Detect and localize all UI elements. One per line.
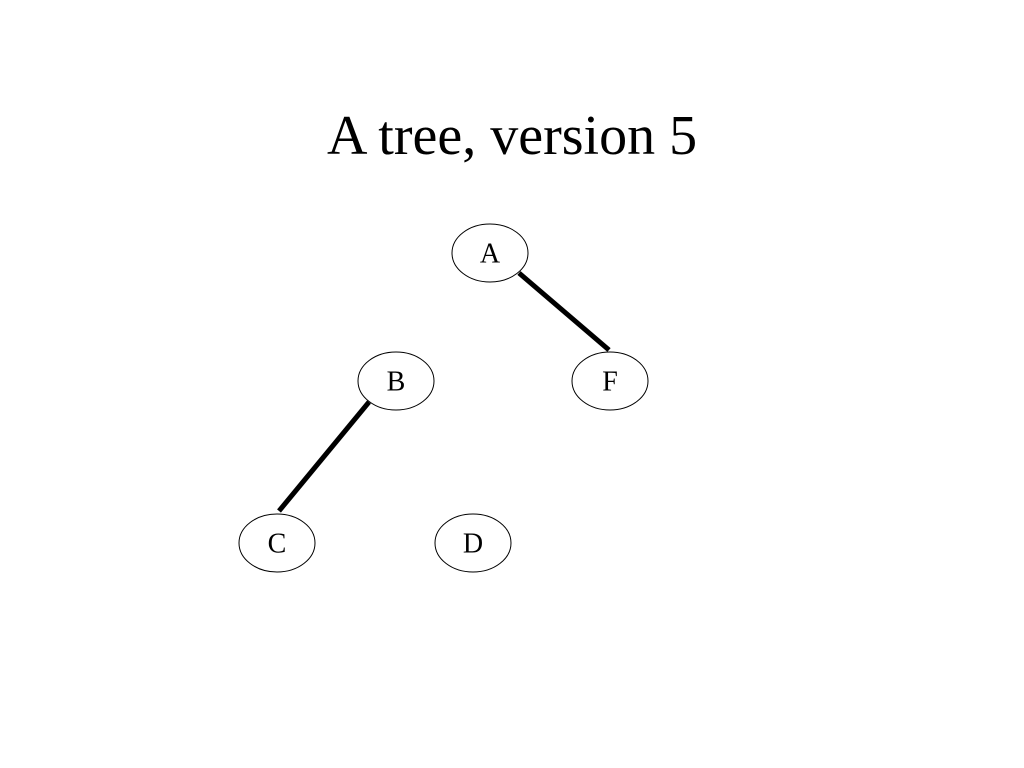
edge-b-c <box>277 400 371 513</box>
node-c-label: C <box>268 529 287 560</box>
node-a: A <box>451 223 529 283</box>
node-d: D <box>434 513 512 573</box>
node-d-label: D <box>463 529 483 560</box>
slide-title: A tree, version 5 <box>326 105 698 167</box>
edge-a-f <box>517 271 611 352</box>
node-a-label: A <box>480 239 501 270</box>
node-f-label: F <box>602 367 618 398</box>
node-b: B <box>357 351 435 411</box>
node-c: C <box>238 513 316 573</box>
node-b-label: B <box>387 367 406 398</box>
node-f: F <box>571 351 649 411</box>
